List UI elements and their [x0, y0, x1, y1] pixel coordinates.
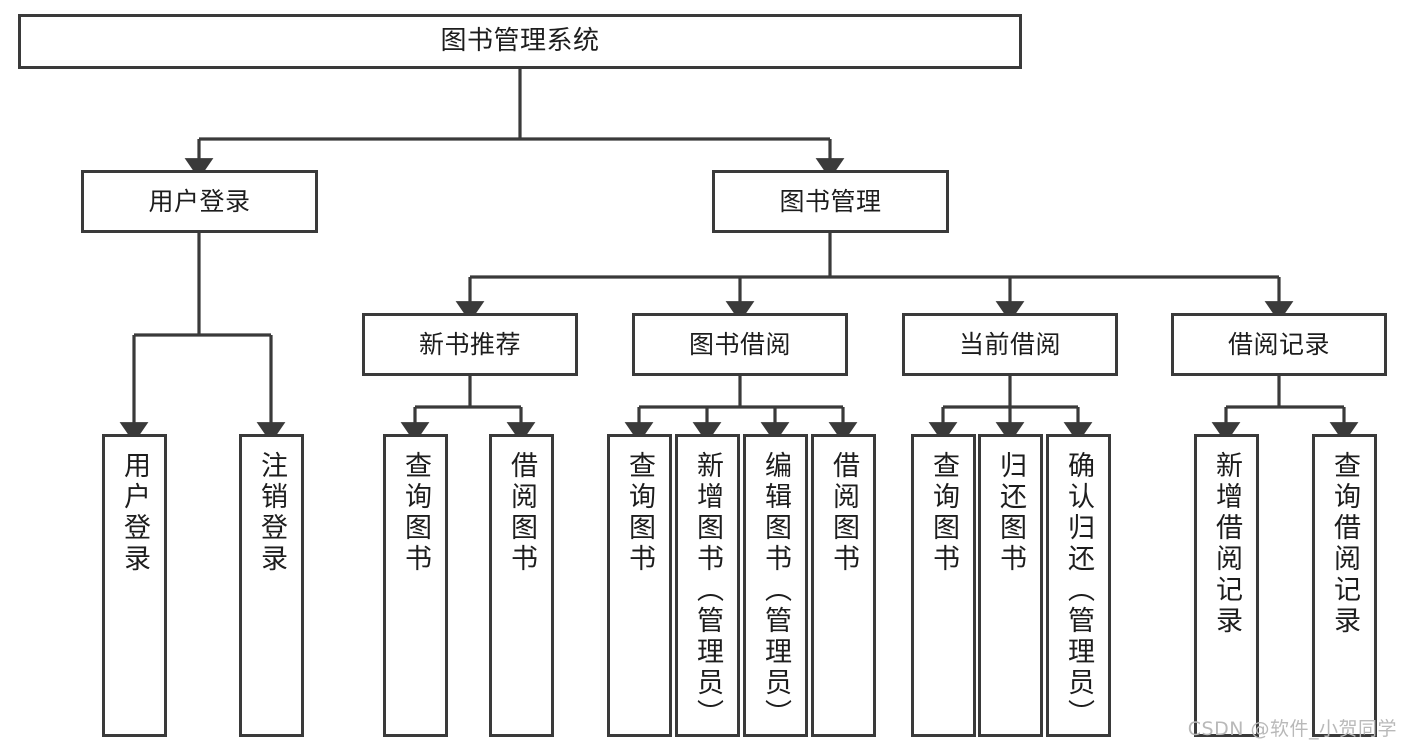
node-label: 查询图书 [928, 451, 959, 575]
leaf-borrow-query-book[interactable]: 查询图书 [607, 434, 672, 737]
leaf-recommend-query-book[interactable]: 查询图书 [383, 434, 448, 737]
node-label: 当前借阅 [958, 330, 1061, 359]
node-label: 新增图书（管理员） [692, 451, 723, 730]
node-label: 用户登录 [148, 187, 251, 216]
leaf-borrow-borrow-book[interactable]: 借阅图书 [811, 434, 876, 737]
node-current-borrow[interactable]: 当前借阅 [902, 313, 1118, 376]
node-label: 图书借阅 [688, 330, 791, 359]
csdn-watermark: CSDN @软件_小贺同学 [1187, 718, 1397, 740]
leaf-current-query-book[interactable]: 查询图书 [911, 434, 976, 737]
leaf-user-login-login[interactable]: 用户登录 [102, 434, 167, 737]
leaf-borrow-add-book-admin[interactable]: 新增图书（管理员） [675, 434, 740, 737]
node-label: 图书管理系统 [440, 26, 600, 57]
node-book-borrow[interactable]: 图书借阅 [632, 313, 848, 376]
node-label: 图书管理 [779, 187, 882, 216]
node-label: 借阅图书 [506, 451, 537, 575]
node-label: 注销登录 [256, 451, 287, 575]
leaf-record-query-record[interactable]: 查询借阅记录 [1312, 434, 1377, 737]
leaf-recommend-borrow-book[interactable]: 借阅图书 [489, 434, 554, 737]
leaf-user-login-logout[interactable]: 注销登录 [239, 434, 304, 737]
node-label: 用户登录 [119, 451, 150, 575]
node-book-management[interactable]: 图书管理 [712, 170, 949, 233]
leaf-borrow-edit-book-admin[interactable]: 编辑图书（管理员） [743, 434, 808, 737]
node-label: 查询借阅记录 [1329, 451, 1360, 637]
node-label: 归还图书 [995, 451, 1026, 575]
node-label: 确认归还（管理员） [1063, 451, 1094, 730]
node-borrow-record[interactable]: 借阅记录 [1171, 313, 1387, 376]
node-root-book-management-system[interactable]: 图书管理系统 [18, 14, 1022, 69]
node-new-book-recommend[interactable]: 新书推荐 [362, 313, 578, 376]
node-label: 查询图书 [400, 451, 431, 575]
leaf-current-confirm-return-admin[interactable]: 确认归还（管理员） [1046, 434, 1111, 737]
node-label: 新书推荐 [418, 330, 521, 359]
node-label: 编辑图书（管理员） [760, 451, 791, 730]
leaf-record-add-record[interactable]: 新增借阅记录 [1194, 434, 1259, 737]
leaf-current-return-book[interactable]: 归还图书 [978, 434, 1043, 737]
node-user-login[interactable]: 用户登录 [81, 170, 318, 233]
node-label: 查询图书 [624, 451, 655, 575]
node-label: 借阅记录 [1227, 330, 1330, 359]
node-label: 借阅图书 [828, 451, 859, 575]
node-label: 新增借阅记录 [1211, 451, 1242, 637]
